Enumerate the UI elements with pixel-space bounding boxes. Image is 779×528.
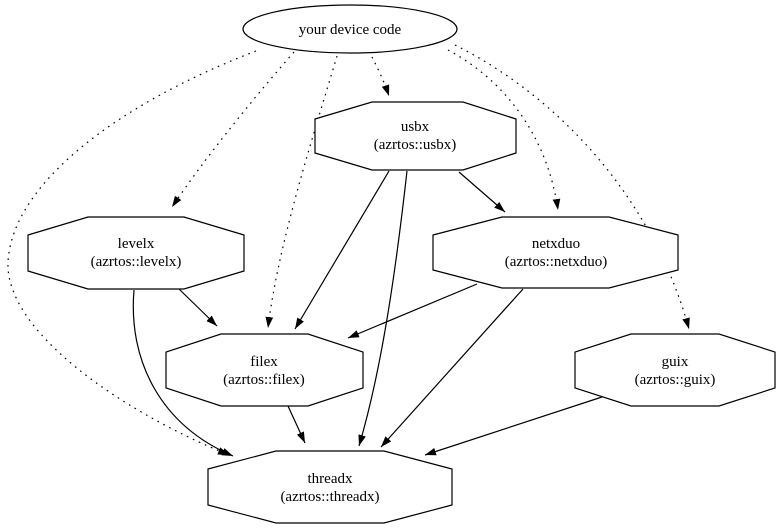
node-threadx: threadx (azrtos::threadx) — [207, 450, 453, 524]
node-device-label: your device code — [299, 22, 402, 38]
edge-netxduo-threadx — [380, 288, 524, 448]
edge-device-netxduo — [447, 49, 561, 211]
node-threadx-sublabel: (azrtos::threadx) — [280, 489, 379, 505]
node-netxduo-sublabel: (azrtos::netxduo) — [505, 254, 607, 270]
node-netxduo: netxduo (azrtos::netxduo) — [432, 216, 679, 289]
threadx-octagon — [207, 450, 453, 524]
edge-device-usbx — [371, 56, 390, 97]
node-usbx: usbx (azrtos::usbx) — [314, 101, 517, 171]
node-filex-label: filex — [250, 354, 278, 370]
edge-levelx-threadx — [132, 289, 234, 457]
levelx-octagon — [27, 216, 245, 290]
edge-guix-threadx — [424, 396, 603, 456]
node-levelx: levelx (azrtos::levelx) — [27, 216, 245, 290]
guix-octagon — [574, 333, 776, 407]
filex-octagon — [165, 333, 364, 407]
edge-usbx-filex — [294, 170, 390, 330]
device-ellipse — [242, 4, 458, 54]
node-netxduo-label: netxduo — [532, 236, 580, 252]
node-filex: filex (azrtos::filex) — [165, 333, 364, 407]
node-guix: guix (azrtos::guix) — [574, 333, 776, 407]
node-guix-sublabel: (azrtos::guix) — [635, 372, 716, 388]
edge-device-levelx — [171, 51, 295, 208]
node-guix-label: guix — [662, 354, 689, 370]
netxduo-octagon — [432, 216, 679, 289]
node-device: your device code — [242, 4, 458, 54]
edge-usbx-threadx — [358, 170, 408, 447]
usbx-octagon — [314, 101, 517, 171]
edge-device-filex — [265, 55, 338, 329]
node-threadx-label: threadx — [308, 471, 353, 487]
node-filex-sublabel: (azrtos::filex) — [223, 372, 305, 388]
edge-filex-threadx — [287, 405, 306, 444]
edges-layer — [7, 44, 690, 457]
node-levelx-label: levelx — [118, 236, 155, 252]
edge-usbx-netxduo — [458, 171, 506, 213]
node-usbx-sublabel: (azrtos::usbx) — [374, 137, 456, 153]
edge-levelx-filex — [178, 288, 218, 327]
node-usbx-label: usbx — [401, 119, 430, 135]
node-levelx-sublabel: (azrtos::levelx) — [91, 254, 182, 270]
edge-netxduo-filex — [347, 283, 478, 339]
